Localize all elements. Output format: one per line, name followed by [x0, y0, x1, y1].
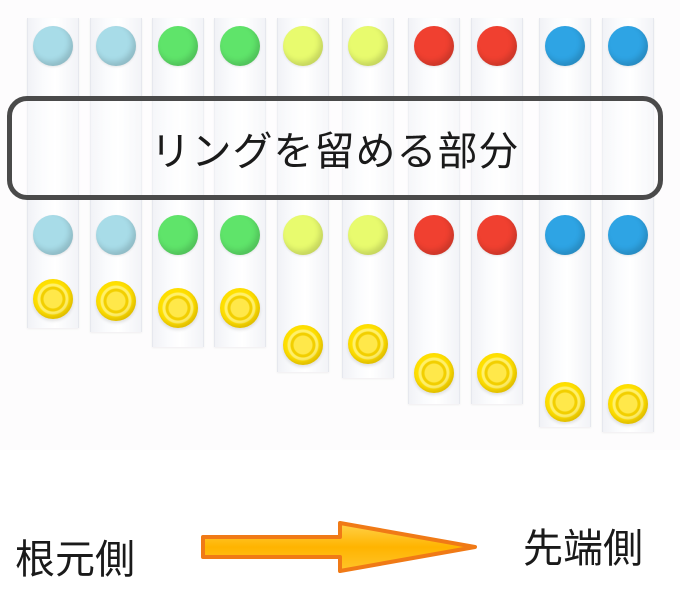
velcro-strip-green-4 [214, 18, 266, 347]
yellow-snap-button-icon [33, 279, 73, 319]
ring-attachment-callout: リングを留める部分 [7, 96, 663, 200]
yellow-snap-button-icon [283, 325, 323, 365]
yellow-snap-button-icon [608, 384, 648, 424]
red-dot-top-icon [414, 26, 454, 66]
light-blue-dot-bottom-icon [96, 215, 136, 255]
right-arrow-icon [201, 521, 477, 573]
yellow-snap-button-icon [414, 353, 454, 393]
callout-label: リングを留める部分 [150, 129, 520, 175]
velcro-strips-photo: リングを留める部分 [7, 18, 663, 432]
blue-dot-top-icon [608, 26, 648, 66]
velcro-strip-light-blue-2 [90, 18, 142, 332]
yellow-green-dot-top-icon [348, 26, 388, 66]
green-dot-bottom-icon [158, 215, 198, 255]
red-dot-top-icon [477, 26, 517, 66]
green-dot-top-icon [158, 26, 198, 66]
yellow-snap-button-icon [220, 288, 260, 328]
blue-dot-bottom-icon [608, 215, 648, 255]
yellow-green-dot-bottom-icon [348, 215, 388, 255]
velcro-strip-light-blue-1 [27, 18, 79, 328]
light-blue-dot-top-icon [96, 26, 136, 66]
red-dot-bottom-icon [414, 215, 454, 255]
yellow-snap-button-icon [545, 382, 585, 422]
velcro-strip-red-7 [408, 18, 460, 404]
yellow-snap-button-icon [477, 353, 517, 393]
light-blue-dot-top-icon [33, 26, 73, 66]
red-dot-bottom-icon [477, 215, 517, 255]
light-blue-dot-bottom-icon [33, 215, 73, 255]
yellow-green-dot-bottom-icon [283, 215, 323, 255]
velcro-strip-blue-10 [602, 18, 654, 432]
yellow-snap-button-icon [348, 324, 388, 364]
blue-dot-top-icon [545, 26, 585, 66]
tip-side-label: 先端側 [523, 526, 643, 572]
velcro-strip-green-3 [152, 18, 204, 347]
yellow-green-dot-top-icon [283, 26, 323, 66]
blue-dot-bottom-icon [545, 215, 585, 255]
base-side-label: 根元側 [15, 537, 135, 583]
yellow-snap-button-icon [158, 288, 198, 328]
velcro-strip-red-8 [471, 18, 523, 404]
yellow-snap-button-icon [96, 281, 136, 321]
velcro-strip-blue-9 [539, 18, 591, 427]
green-dot-top-icon [220, 26, 260, 66]
green-dot-bottom-icon [220, 215, 260, 255]
